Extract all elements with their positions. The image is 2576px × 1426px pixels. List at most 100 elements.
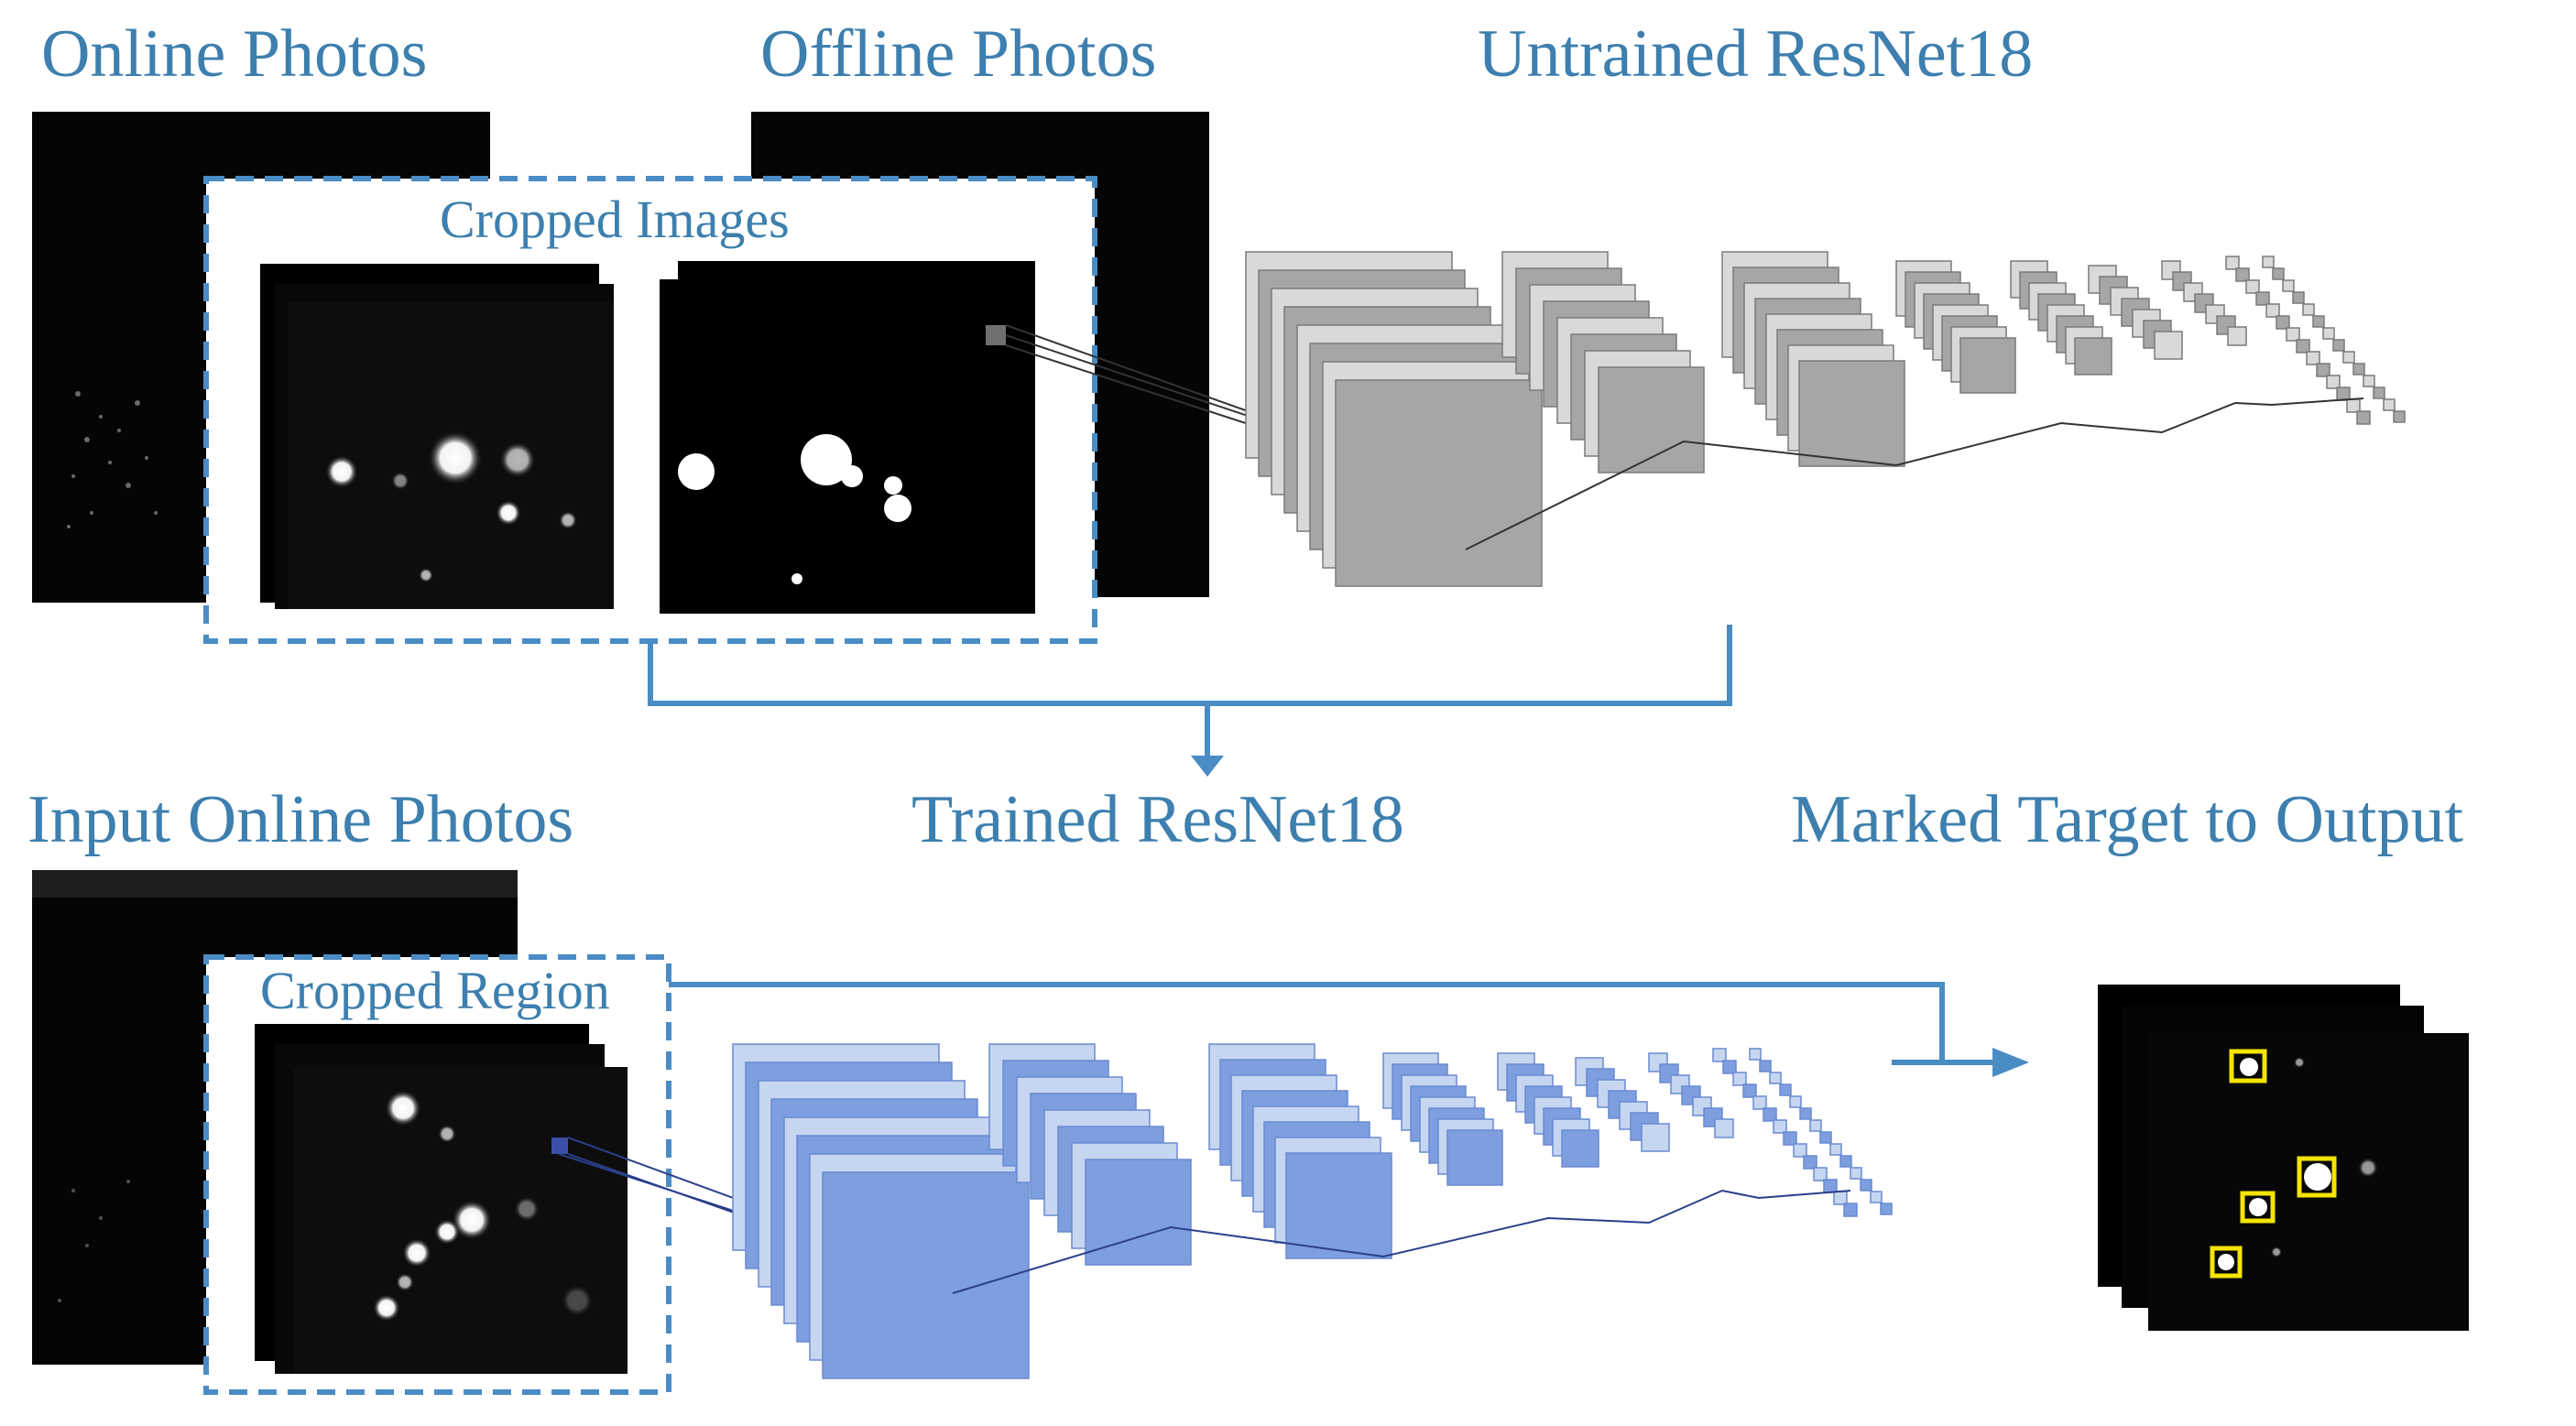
feature-map: [2074, 337, 2112, 376]
layer-block: [1749, 1048, 1893, 1215]
feature-map: [2302, 303, 2315, 316]
feature-map: [1809, 1119, 1822, 1132]
feature-map: [1959, 337, 2016, 394]
cropped-online-stack: [260, 264, 614, 609]
feature-map: [2332, 339, 2345, 352]
feature-map: [2272, 267, 2285, 280]
connection-line: [952, 1189, 1851, 1294]
target-marker: [2229, 1049, 2267, 1083]
layer-block: [2161, 260, 2247, 346]
cropped-offline-stack: [660, 261, 1035, 614]
feature-map: [2265, 303, 2280, 318]
feature-map: [2225, 256, 2240, 270]
feature-map: [2292, 291, 2305, 304]
target-marker: [2297, 1156, 2337, 1198]
connection-line: [1465, 397, 2364, 550]
feature-map: [1714, 1118, 1734, 1138]
feature-map: [1598, 366, 1705, 474]
feature-map: [1446, 1129, 1503, 1186]
untrained-resnet-label: Untrained ResNet18: [1478, 16, 2034, 92]
untrained-network: [1245, 251, 2406, 587]
feature-map: [1732, 1072, 1747, 1086]
feature-map: [2282, 279, 2295, 292]
feature-map: [822, 1171, 1030, 1379]
layer-block: [1721, 251, 1905, 467]
feature-map: [1799, 1107, 1812, 1120]
feature-map: [2276, 315, 2290, 330]
feature-map: [1813, 1167, 1828, 1181]
feature-map: [2235, 267, 2250, 282]
feature-map: [1769, 1072, 1782, 1084]
output-arrow: [669, 982, 1997, 1065]
feature-map: [1759, 1060, 1772, 1072]
feature-map: [1561, 1129, 1599, 1168]
marked-target-output: [2098, 985, 2469, 1331]
feature-map: [2352, 363, 2365, 376]
feature-map: [2322, 327, 2335, 340]
feature-map: [1641, 1123, 1670, 1152]
feature-map: [2373, 386, 2385, 399]
layer-block: [1895, 260, 2016, 394]
layer-block: [2088, 265, 2183, 360]
target-marker: [2210, 1246, 2243, 1279]
feature-map: [2316, 363, 2330, 377]
layer-block: [1245, 251, 1543, 587]
feature-map: [2326, 375, 2341, 389]
layer-block: [1712, 1048, 1858, 1217]
layer-block: [2262, 256, 2406, 423]
trained-network: [732, 1043, 1893, 1379]
feature-map: [1789, 1095, 1802, 1108]
online-photos-label: Online Photos: [41, 16, 428, 92]
output-arrowhead: [1992, 1048, 2029, 1077]
feature-map: [1742, 1083, 1757, 1098]
feature-map: [2255, 291, 2270, 306]
feature-map: [1823, 1179, 1838, 1193]
feature-map: [2245, 279, 2260, 294]
layer-block: [1575, 1057, 1670, 1152]
feature-map: [1749, 1048, 1762, 1061]
feature-map: [1712, 1048, 1727, 1062]
feature-map: [2154, 331, 2183, 360]
feature-map: [1880, 1203, 1893, 1215]
input-online-photos-label: Input Online Photos: [27, 782, 574, 857]
feature-map: [1829, 1143, 1842, 1156]
feature-map: [1833, 1191, 1848, 1205]
feature-map: [1850, 1167, 1862, 1180]
feature-map: [1722, 1060, 1737, 1074]
layer-block: [2010, 260, 2112, 376]
layer-block: [1208, 1043, 1392, 1259]
marked-target-label: Marked Target to Output: [1791, 782, 2464, 857]
feature-map: [2227, 326, 2247, 346]
feature-map: [1819, 1131, 1832, 1144]
feature-map: [1779, 1083, 1792, 1096]
cropped-region-label: Cropped Region: [253, 964, 617, 1018]
layer-block: [1382, 1052, 1503, 1186]
feature-map: [1839, 1155, 1852, 1168]
feature-map: [2262, 256, 2275, 268]
feature-map: [1773, 1119, 1787, 1134]
feature-map: [1783, 1131, 1797, 1146]
feature-map: [1335, 379, 1543, 587]
feature-map: [1752, 1095, 1767, 1110]
feature-map: [2312, 315, 2325, 328]
training-bracket: [648, 625, 1732, 760]
feature-map: [2393, 410, 2406, 423]
feature-map: [2306, 351, 2320, 365]
trained-resnet-label: Trained ResNet18: [911, 782, 1404, 857]
feature-map: [2286, 327, 2300, 342]
feature-map: [1798, 360, 1905, 467]
feature-map: [2356, 410, 2371, 425]
feature-map: [1843, 1203, 1858, 1217]
layer-block: [732, 1043, 1030, 1379]
feature-map: [2383, 398, 2396, 411]
layer-block: [1501, 251, 1705, 474]
training-arrowhead: [1191, 756, 1224, 777]
feature-map: [1803, 1155, 1817, 1170]
feature-map: [2296, 339, 2310, 354]
feature-map: [1870, 1191, 1883, 1203]
feature-map: [1793, 1143, 1807, 1158]
cropped-region-stack: [255, 1024, 628, 1374]
feature-map: [1860, 1179, 1872, 1192]
